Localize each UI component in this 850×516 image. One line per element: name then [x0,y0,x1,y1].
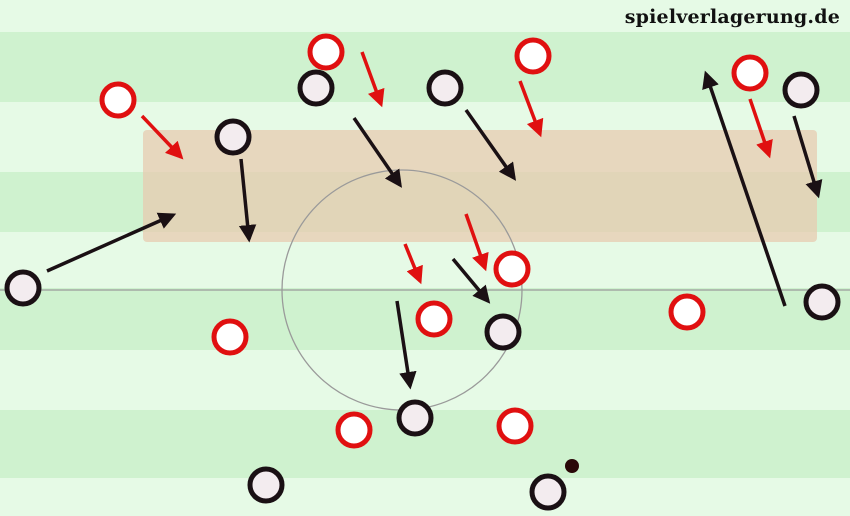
black-arrow [792,115,823,199]
grass-stripe [0,350,850,410]
black-player-7 [484,313,522,351]
red-arrow [464,213,489,272]
black-player-1 [4,269,42,307]
black-arrow [352,117,402,188]
red-arrow [518,80,544,138]
black-arrows [46,70,823,390]
black-player-10 [529,473,567,511]
red-player-5 [493,250,531,288]
black-arrow [451,257,491,304]
black-player-6 [803,283,841,321]
red-arrow [140,114,184,160]
red-team [99,33,769,449]
grass-stripe [0,32,850,102]
red-player-7 [668,293,706,331]
red-arrow [748,98,773,159]
red-player-6 [415,300,453,338]
red-player-1 [99,81,137,119]
grass-stripe [0,478,850,516]
black-arrow [238,158,257,243]
red-arrows [140,51,773,285]
red-player-3 [514,37,552,75]
black-team [4,69,841,511]
site-watermark: spielverlagerung.de [624,6,840,28]
black-player-8 [396,399,434,437]
black-player-3 [297,69,335,107]
red-arrow [360,51,385,108]
black-arrow [702,70,787,307]
grass-stripe [0,0,850,32]
pressing-zone [143,130,817,242]
black-player-2 [214,118,252,156]
black-player-5 [782,71,820,109]
red-player-8 [211,318,249,356]
black-player-4 [426,69,464,107]
black-arrow [395,300,417,390]
black-arrow [464,108,517,181]
red-player-4 [731,54,769,92]
red-player-10 [496,407,534,445]
red-player-2 [307,33,345,71]
red-player-9 [335,411,373,449]
red-arrow [403,243,423,285]
ball [565,459,579,473]
black-arrow [46,212,177,273]
black-player-9 [247,466,285,504]
